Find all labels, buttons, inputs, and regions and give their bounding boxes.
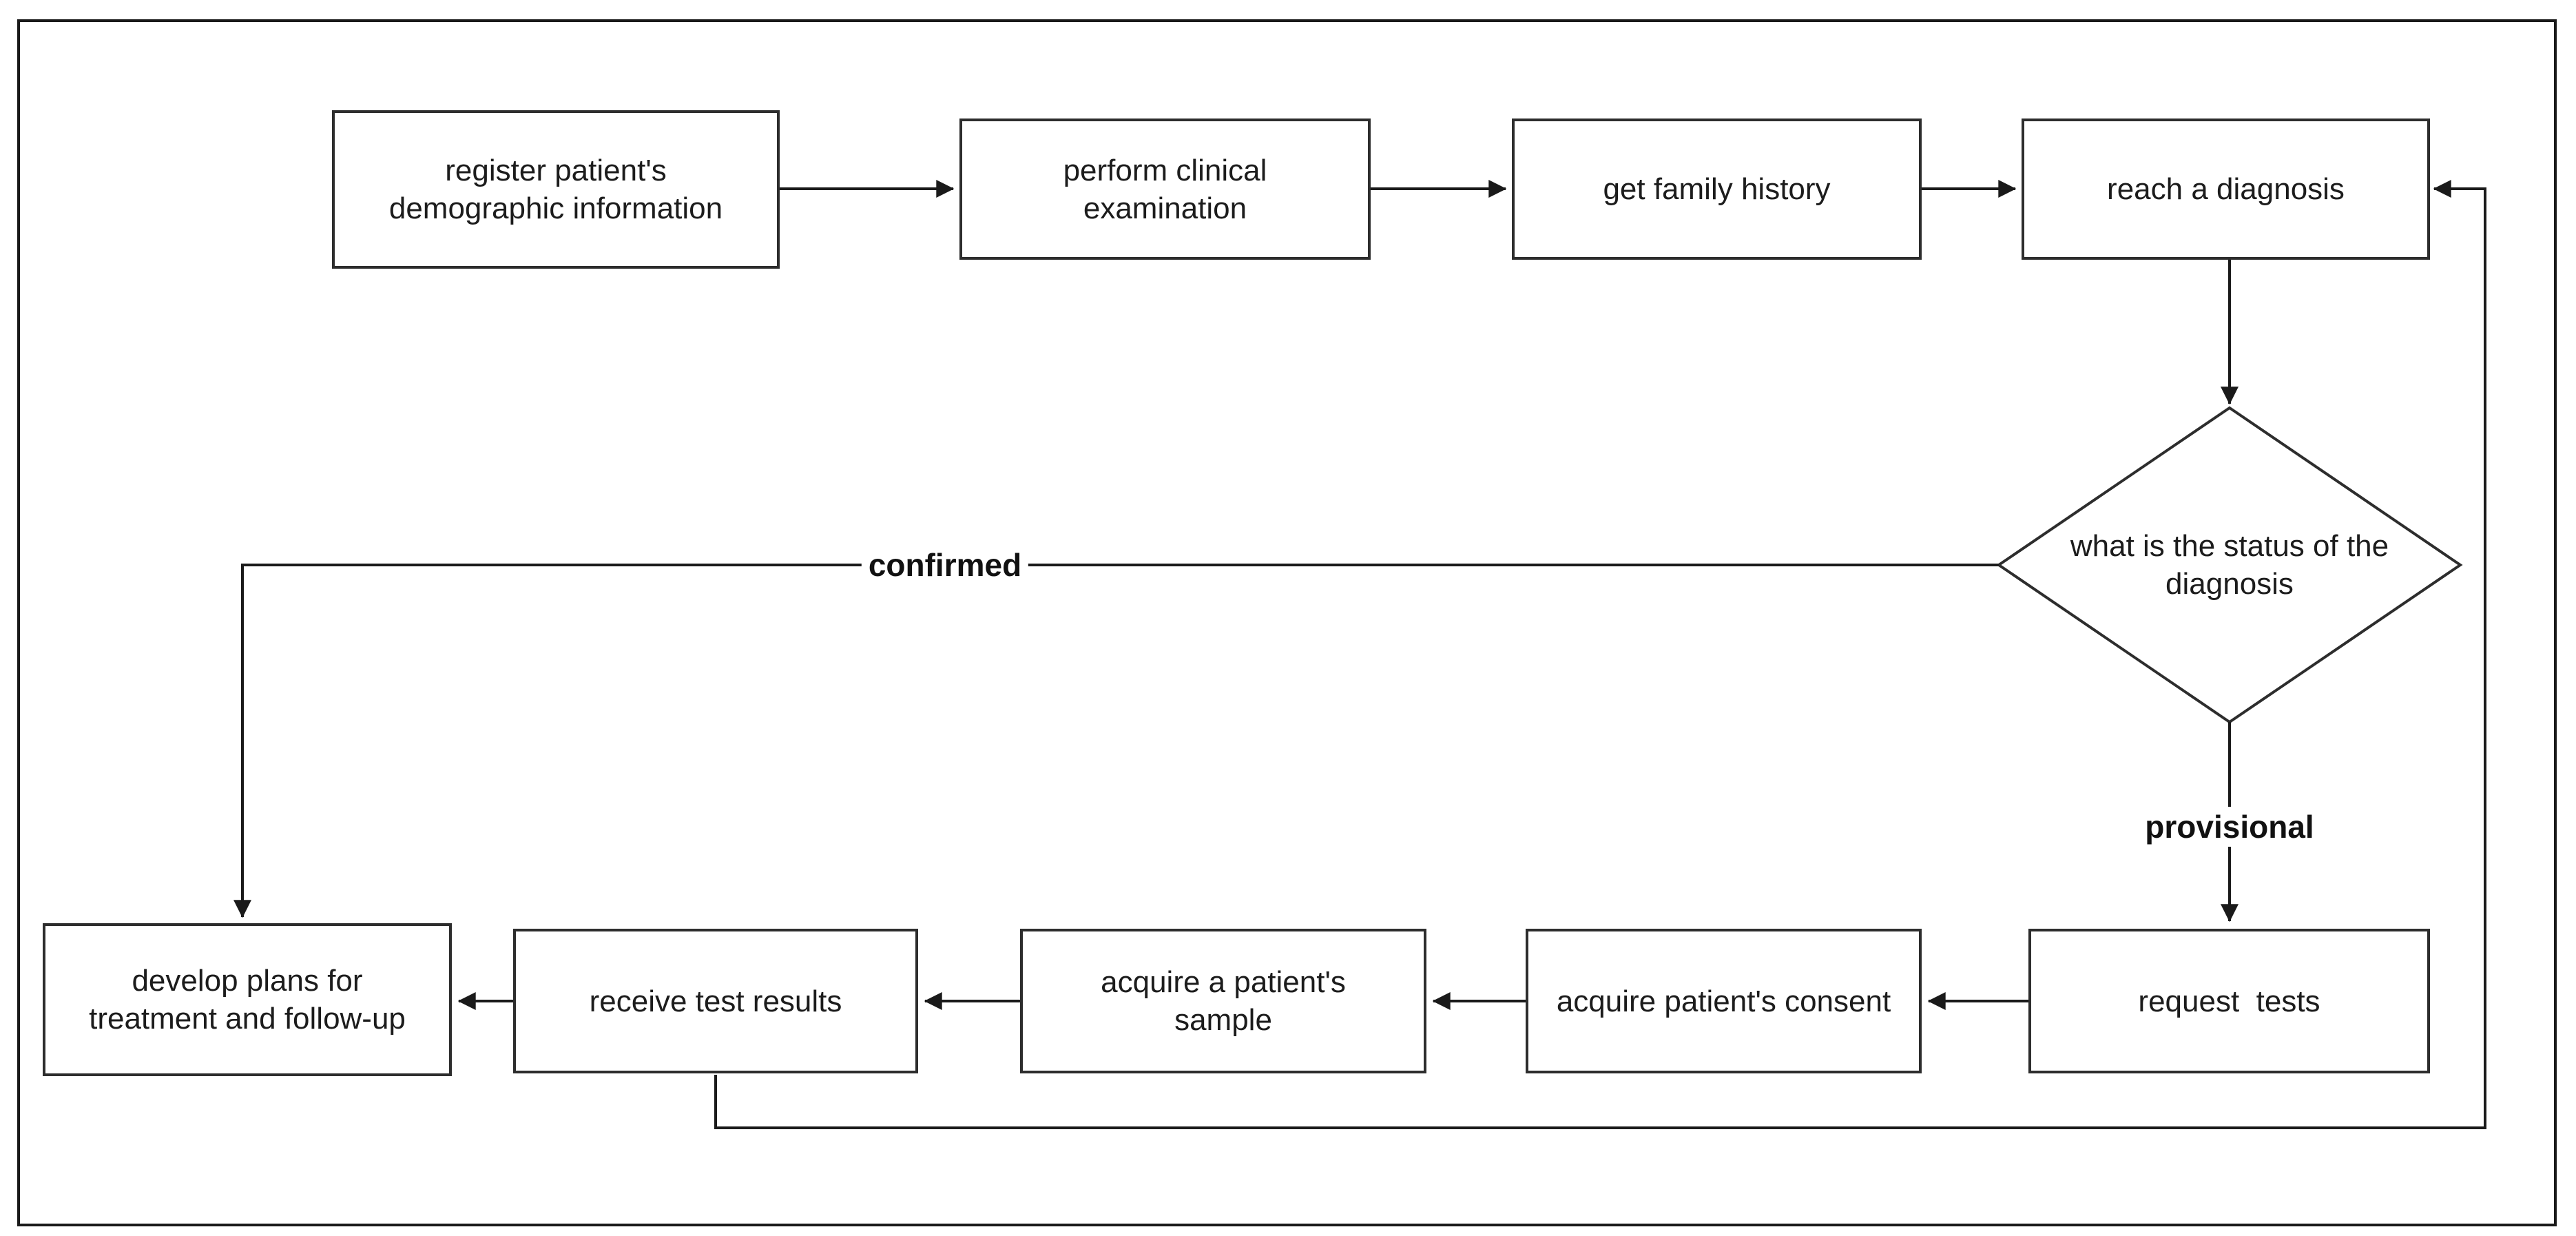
edge-confirmed-branch — [233, 564, 1999, 918]
node-reach-a-diagnosis: reach a diagnosis — [2022, 119, 2430, 260]
node-label: develop plans for treatment and follow-u… — [89, 964, 406, 1036]
node-acquire-patient-sample: acquire a patient's sample — [1020, 929, 1426, 1073]
node-register-patient-demographics: register patient's demographic informati… — [332, 110, 780, 269]
node-label: request tests — [2138, 984, 2320, 1018]
edge-label-confirmed: confirmed — [861, 545, 1029, 585]
edge-label-provisional: provisional — [2138, 807, 2321, 847]
edge-results-feedback-to-diagnosis — [714, 180, 2486, 1129]
node-acquire-patient-consent: acquire patient's consent — [1526, 929, 1922, 1073]
node-label: acquire a patient's sample — [1101, 965, 1346, 1037]
node-label: acquire patient's consent — [1556, 984, 1891, 1018]
node-develop-plans-treatment-followup: develop plans for treatment and follow-u… — [43, 923, 452, 1076]
node-label: receive test results — [589, 984, 842, 1018]
node-status-decision: what is the status of the diagnosis — [2050, 482, 2409, 648]
node-receive-test-results: receive test results — [513, 929, 918, 1073]
node-label: perform clinical examination — [1063, 153, 1267, 225]
node-label: get family history — [1603, 172, 1831, 206]
node-label: register patient's demographic informati… — [388, 154, 723, 225]
node-label: reach a diagnosis — [2107, 172, 2345, 206]
diagram-border — [17, 19, 2557, 1226]
node-perform-clinical-examination: perform clinical examination — [959, 119, 1371, 260]
node-label: what is the status of the diagnosis — [2070, 529, 2389, 601]
node-get-family-history: get family history — [1512, 119, 1922, 260]
node-request-tests: request tests — [2028, 929, 2430, 1073]
